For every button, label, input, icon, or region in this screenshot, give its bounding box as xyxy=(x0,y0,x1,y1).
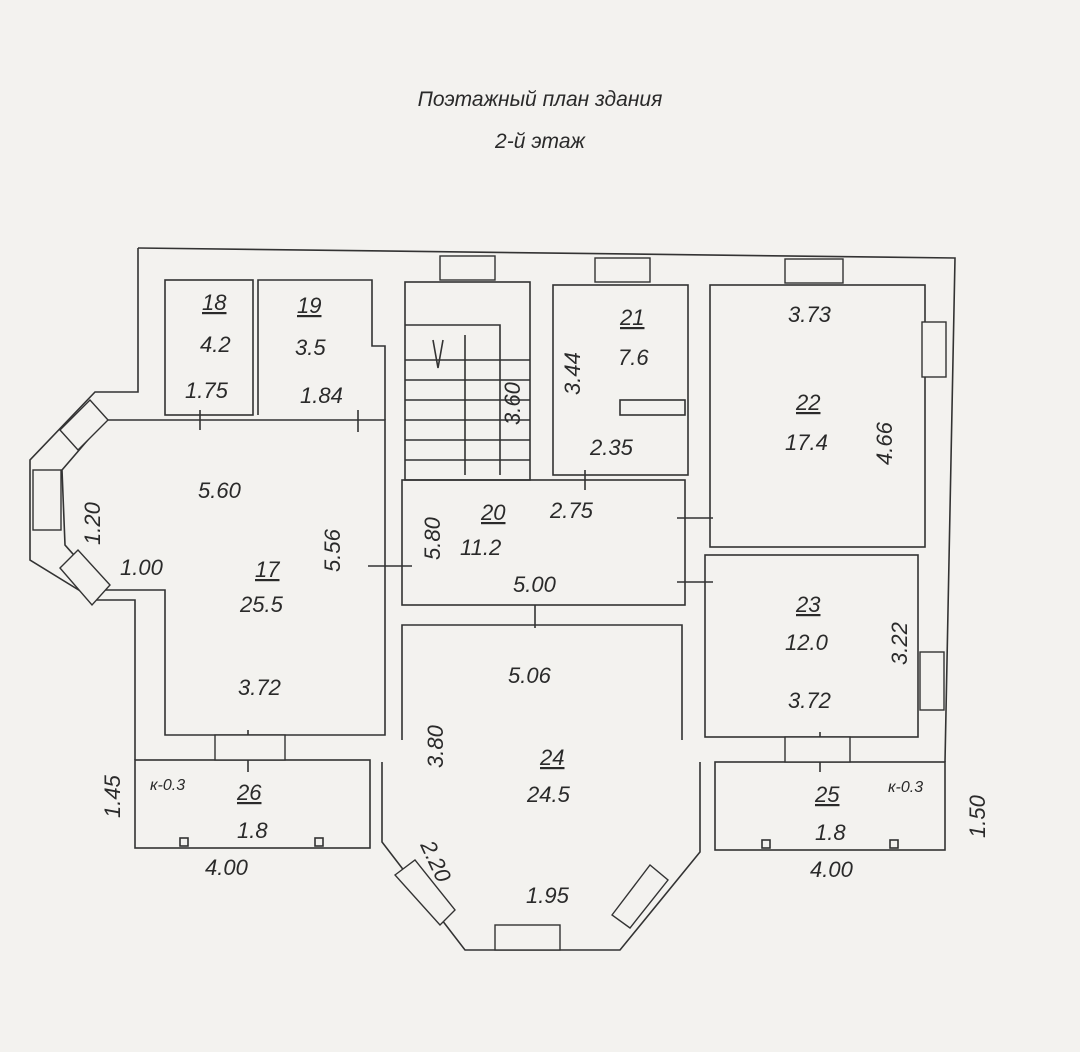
window-icon xyxy=(494,924,561,951)
dim-r17-bottom: 3.72 xyxy=(238,675,281,700)
window-icon xyxy=(59,548,111,607)
dim-r25-bottom: 4.00 xyxy=(810,857,854,882)
room-26-number: 26 xyxy=(236,780,262,805)
porch-25-note: к-0.3 xyxy=(888,779,923,796)
dim-r17-bay-side: 1.20 xyxy=(80,501,105,545)
dim-r17-bay-depth: 1.00 xyxy=(120,555,164,580)
dim-r26-side: 1.45 xyxy=(100,774,125,818)
room-19-number: 19 xyxy=(297,293,321,318)
porch-26-note: к-0.3 xyxy=(150,777,185,794)
dim-r21-bottom: 2.35 xyxy=(589,435,634,460)
room-23-area: 12.0 xyxy=(785,630,829,655)
dim-r17-side: 5.56 xyxy=(320,528,345,572)
window-icon xyxy=(214,734,286,761)
dim-stair-length: 3.60 xyxy=(500,381,525,425)
room-25-area: 1.8 xyxy=(815,820,846,845)
window-icon xyxy=(393,859,456,927)
room-23-number: 23 xyxy=(795,592,821,617)
dim-r24-bay-bottom: 1.95 xyxy=(526,883,570,908)
dim-r18-width: 1.75 xyxy=(185,378,229,403)
room-21-area: 7.6 xyxy=(618,345,649,370)
dim-r23-bottom: 3.72 xyxy=(788,688,831,713)
dim-r22-top: 3.73 xyxy=(788,302,832,327)
dim-r24-side: 3.80 xyxy=(423,724,448,768)
window-icon xyxy=(784,736,851,763)
window-icon xyxy=(611,863,669,929)
room-21-number: 21 xyxy=(619,305,644,330)
floor-subtitle: 2-й этаж xyxy=(495,130,585,153)
room-19-area: 3.5 xyxy=(295,335,326,360)
dim-r17-top: 5.60 xyxy=(198,478,242,503)
window-icon xyxy=(921,321,947,378)
room-22-area: 17.4 xyxy=(785,430,828,455)
dim-r20-bottom: 5.00 xyxy=(513,572,557,597)
window-icon xyxy=(32,469,62,531)
window-icon xyxy=(919,651,945,711)
dim-r23-side: 3.22 xyxy=(887,622,912,665)
windows xyxy=(32,255,947,951)
dim-r19-width: 1.84 xyxy=(300,383,343,408)
room-25-number: 25 xyxy=(814,782,840,807)
room-24-area: 24.5 xyxy=(526,782,571,807)
room-17-area: 25.5 xyxy=(239,592,284,617)
room-20-number: 20 xyxy=(480,500,506,525)
plan-title: Поэтажный план здания xyxy=(417,88,663,111)
dim-r26-bottom: 4.00 xyxy=(205,855,249,880)
room-24-number: 24 xyxy=(539,745,564,770)
room-18-number: 18 xyxy=(202,290,227,315)
dim-r25-side: 1.50 xyxy=(965,794,990,838)
dim-r21-side: 3.44 xyxy=(560,352,585,395)
room-18-area: 4.2 xyxy=(200,332,231,357)
room-17-number: 17 xyxy=(255,557,280,582)
window-icon xyxy=(594,257,651,283)
window-icon xyxy=(439,255,496,281)
dim-r22-side: 4.66 xyxy=(872,421,897,465)
room-22-number: 22 xyxy=(795,390,820,415)
room-20-area: 11.2 xyxy=(460,535,501,560)
room-26-area: 1.8 xyxy=(237,818,268,843)
window-icon xyxy=(784,258,844,284)
dim-r24-top: 5.06 xyxy=(508,663,552,688)
window-icon xyxy=(59,398,109,452)
dim-r20-side: 5.80 xyxy=(420,516,445,560)
dim-r20-top: 2.75 xyxy=(549,498,594,523)
